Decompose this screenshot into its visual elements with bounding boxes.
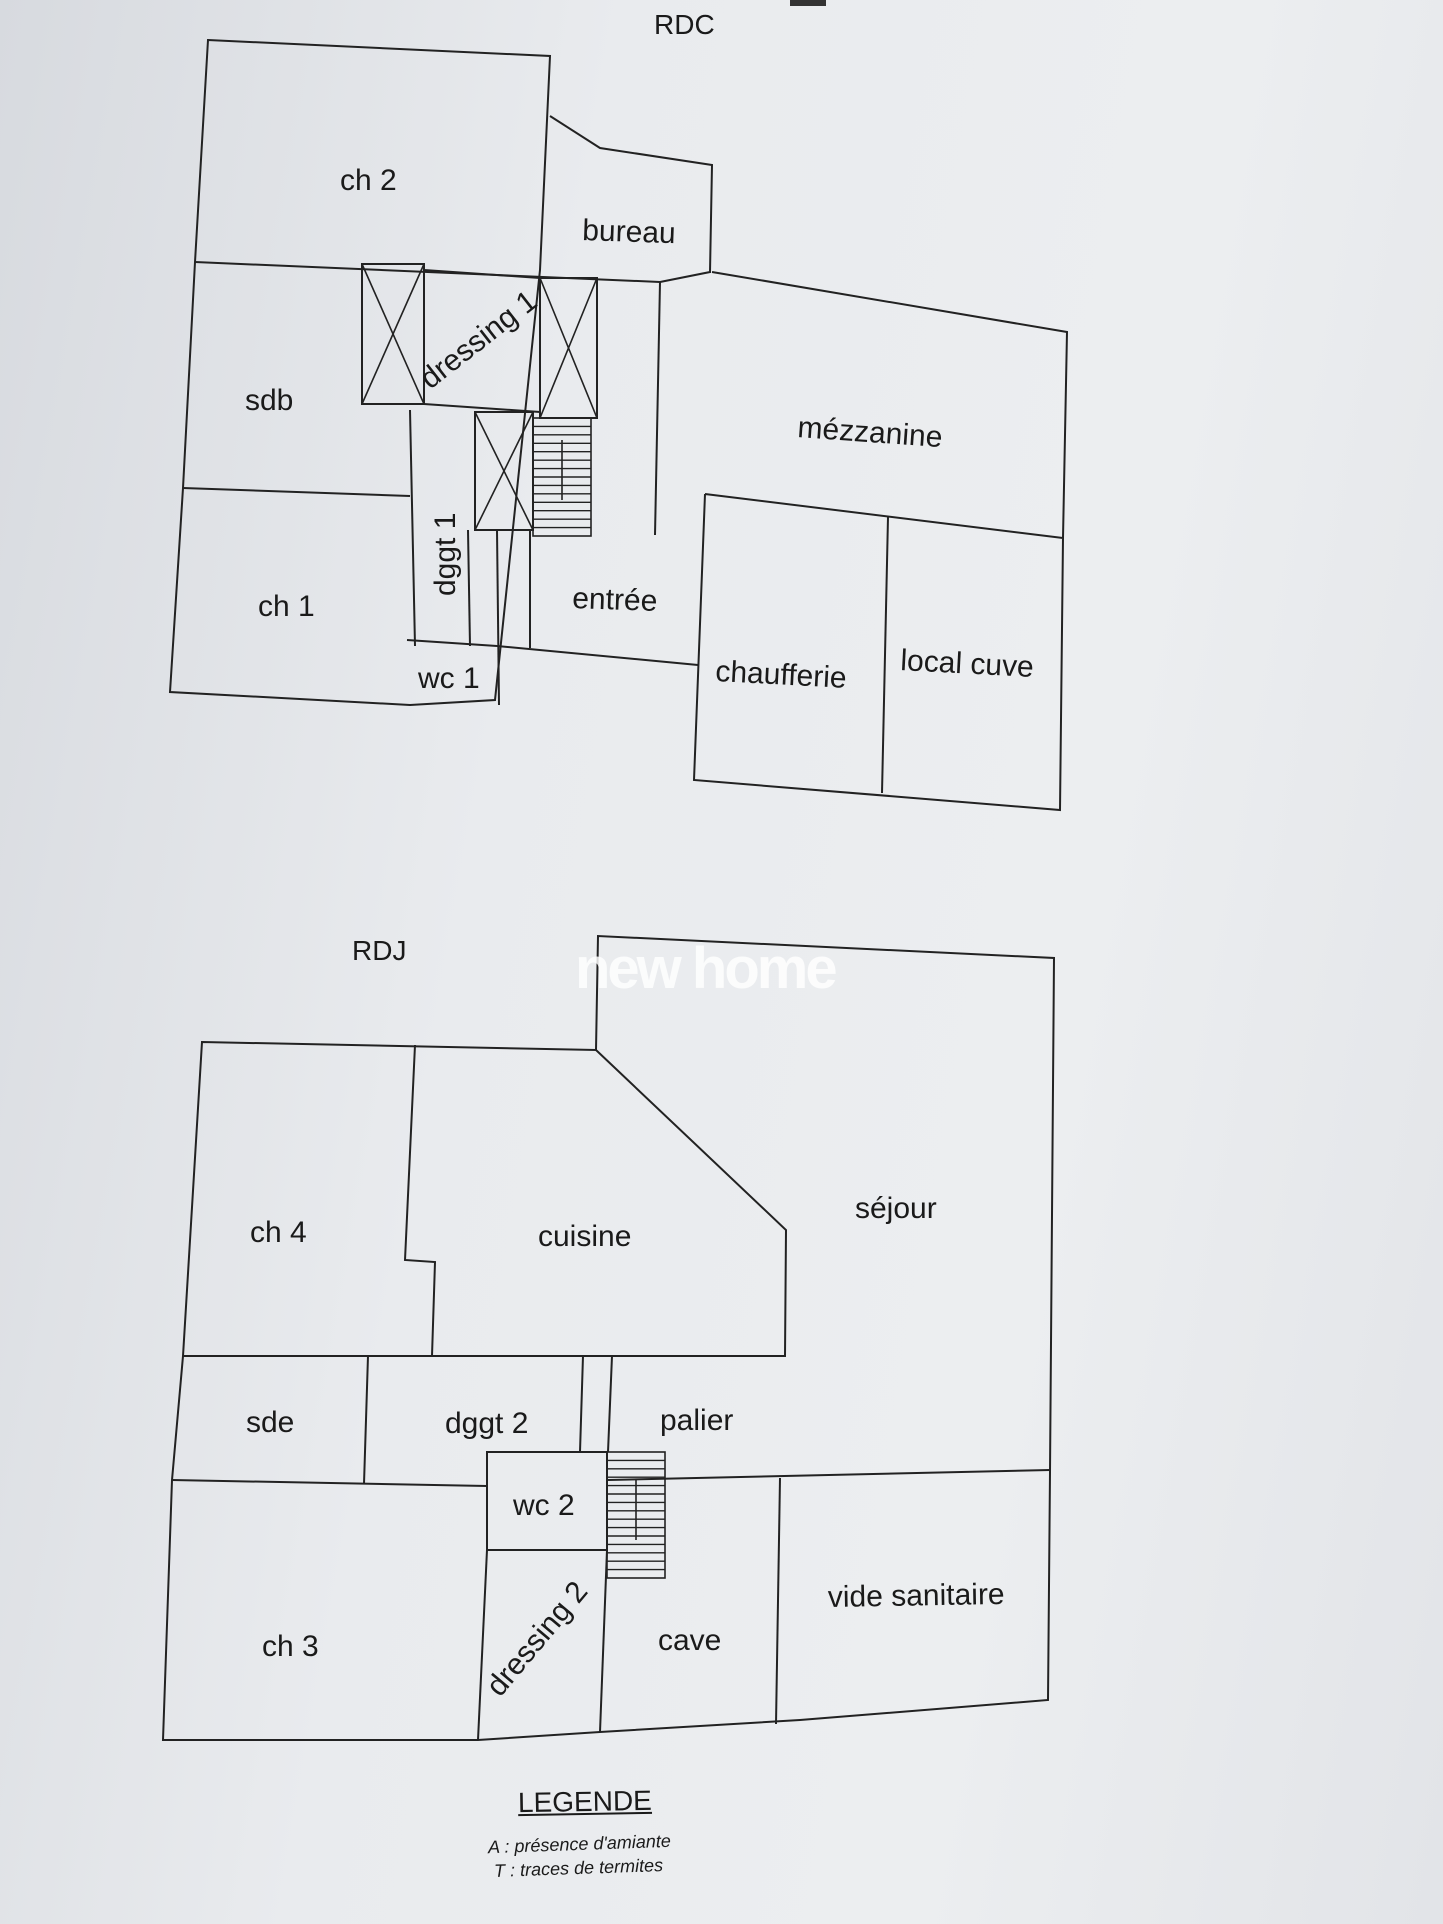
rdc-plan — [168, 38, 1069, 812]
room-label-palier: palier — [660, 1404, 733, 1437]
page-edge-mark — [790, 0, 826, 6]
rdj-plan — [161, 934, 1056, 1741]
rdj-outline-wall — [161, 934, 1056, 1741]
room-label-ch4: ch 4 — [250, 1216, 307, 1249]
room-label-bureau: bureau — [582, 214, 677, 250]
room-label-dressing2: dressing 2 — [480, 1575, 594, 1702]
bureau-wall — [549, 115, 714, 283]
room-label-sde: sde — [246, 1406, 294, 1439]
room-label-wc2: wc 2 — [512, 1489, 575, 1522]
room-label-ch3: ch 3 — [262, 1630, 319, 1663]
level-title-rdc: RDC — [654, 9, 715, 40]
rdc-left-block-wall — [168, 38, 552, 707]
room-label-cuisine: cuisine — [538, 1220, 631, 1253]
legend-title: LEGENDE — [517, 1784, 653, 1819]
room-label-mezzanine: mézzanine — [797, 411, 944, 454]
room-label-local-cuve: local cuve — [900, 644, 1035, 684]
room-label-dressing1: dressing 1 — [414, 284, 543, 395]
room-label-sdb: sdb — [245, 384, 293, 417]
room-label-entree: entrée — [572, 582, 658, 618]
room-label-sejour: séjour — [855, 1192, 937, 1225]
room-label-dggt2: dggt 2 — [445, 1407, 528, 1440]
room-label-cave: cave — [658, 1624, 721, 1657]
room-label-ch2: ch 2 — [340, 164, 397, 197]
watermark-logo: new home — [575, 936, 838, 1001]
room-label-vide-sanitaire: vide sanitaire — [828, 1578, 1005, 1614]
staircase-rdc — [532, 417, 592, 537]
level-title-rdj: RDJ — [352, 935, 406, 966]
room-label-ch1: ch 1 — [258, 590, 315, 623]
room-label-dggt1: dggt 1 — [429, 513, 462, 596]
staircase-rdj — [606, 1451, 666, 1579]
room-label-wc1: wc 1 — [417, 662, 480, 695]
room-label-chaufferie: chaufferie — [715, 655, 848, 695]
